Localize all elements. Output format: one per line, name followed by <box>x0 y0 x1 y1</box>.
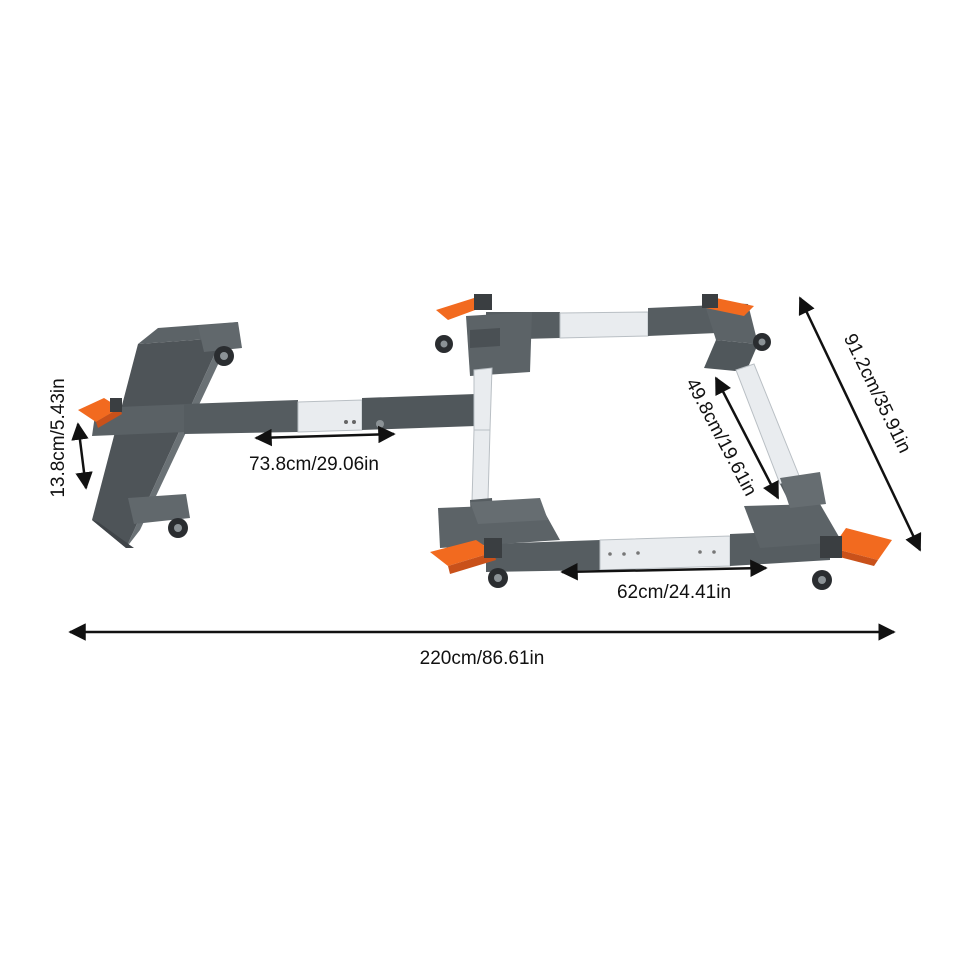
swivel-caster <box>753 333 771 351</box>
inner-depth-dimension-arrow <box>714 376 780 500</box>
extension-arm <box>184 394 476 434</box>
inner-width-dimension-arrow <box>560 559 768 581</box>
adjustable-square-frame <box>438 302 842 572</box>
outer-depth-dimension-arrow <box>798 296 922 552</box>
height-dimension-arrow <box>71 422 93 490</box>
inner-width-dimension-label: 62cm/24.41in <box>617 582 731 603</box>
swivel-caster <box>812 570 832 590</box>
t-bar-base <box>92 322 242 548</box>
overall-length-dimension-label: 220cm/86.61in <box>420 648 545 669</box>
swivel-caster <box>168 518 188 538</box>
orange-foot-lever <box>436 294 492 320</box>
extension-dimension-label: 73.8cm/29.06in <box>249 454 379 475</box>
mount-plate <box>128 494 190 524</box>
swivel-caster <box>435 335 453 353</box>
mount-plate <box>198 322 242 352</box>
orange-foot-lever <box>78 398 122 428</box>
swivel-caster <box>488 568 508 588</box>
orange-foot-lever <box>702 294 754 316</box>
height-dimension-label: 13.8cm/5.43in <box>48 378 69 497</box>
extension-dimension-arrow <box>254 425 396 447</box>
orange-foot-lever <box>430 538 502 574</box>
outer-depth-dimension-label: 91.2cm/35.91in <box>839 331 915 457</box>
swivel-caster <box>214 346 234 366</box>
